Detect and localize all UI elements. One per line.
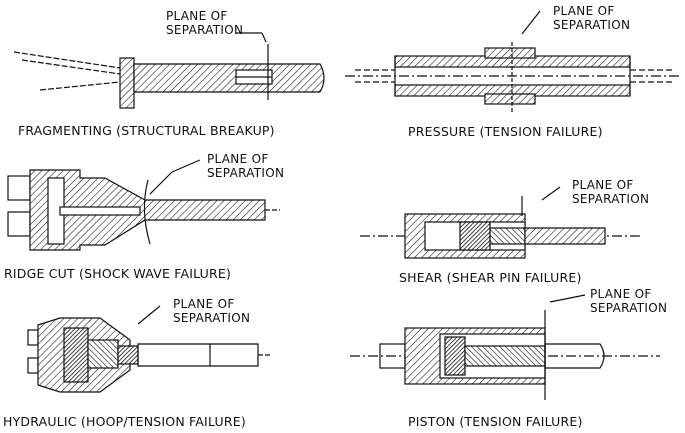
- piston-plane-label: PLANE OF SEPARATION: [590, 287, 667, 315]
- ridge-cut-drawing: [7, 169, 280, 251]
- pressure-plane-marker: [511, 10, 541, 112]
- piston-plane-marker: [544, 294, 586, 400]
- fragmenting-plane-marker: [236, 32, 269, 100]
- plane-label-line2: SEPARATION: [207, 166, 285, 180]
- caption-fragmenting: FRAGMENTING (STRUCTURAL BREAKUP): [18, 123, 275, 138]
- hydraulic-plane-label: PLANE OF SEPARATION: [173, 297, 250, 325]
- plane-label-line1: PLANE OF: [166, 9, 228, 23]
- plane-label-line1: PLANE OF: [590, 287, 652, 301]
- plane-label-line2: SEPARATION: [572, 192, 650, 206]
- caption-shear: SHEAR (SHEAR PIN FAILURE): [399, 270, 582, 285]
- plane-label-line1: PLANE OF: [173, 297, 235, 311]
- plane-label-line2: SEPARATION: [590, 301, 668, 315]
- fragmenting-plane-label: PLANE OF SEPARATION: [166, 9, 243, 37]
- caption-piston: PISTON (TENSION FAILURE): [408, 414, 583, 429]
- plane-label-line1: PLANE OF: [207, 152, 269, 166]
- caption-hydraulic: HYDRAULIC (HOOP/TENSION FAILURE): [3, 414, 246, 429]
- caption-pressure: PRESSURE (TENSION FAILURE): [408, 124, 603, 139]
- plane-label-line2: SEPARATION: [166, 23, 244, 37]
- pressure-plane-label: PLANE OF SEPARATION: [553, 4, 630, 32]
- plane-label-line2: SEPARATION: [173, 311, 251, 325]
- hydraulic-plane-marker: [137, 305, 161, 325]
- plane-label-line1: PLANE OF: [572, 178, 634, 192]
- shear-drawing: [360, 213, 640, 259]
- piston-drawing: [350, 327, 660, 385]
- caption-ridge-cut: RIDGE CUT (SHOCK WAVE FAILURE): [4, 266, 232, 281]
- hydraulic-drawing: [27, 317, 272, 393]
- shear-plane-label: PLANE OF SEPARATION: [572, 178, 649, 206]
- plane-label-line1: PLANE OF: [553, 4, 615, 18]
- fragmenting-drawing: [13, 51, 325, 109]
- ridge-cut-plane-marker: [149, 159, 201, 195]
- ridge-cut-plane-label: PLANE OF SEPARATION: [207, 152, 284, 180]
- plane-label-line2: SEPARATION: [553, 18, 631, 32]
- shear-plane-marker: [521, 186, 561, 216]
